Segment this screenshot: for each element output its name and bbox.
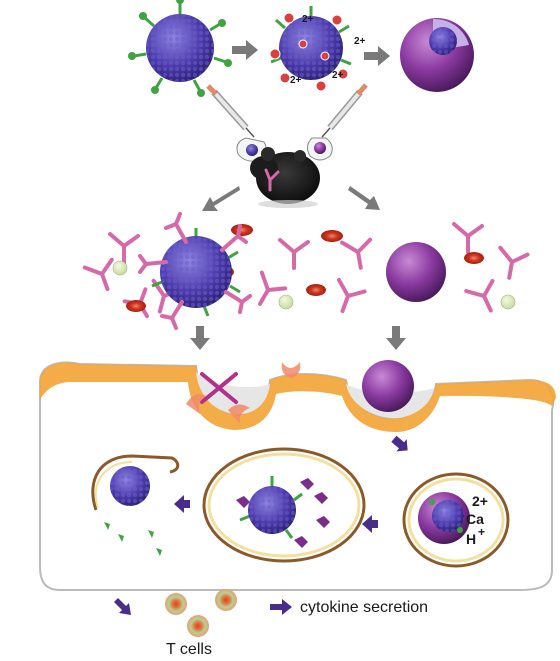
shell-particle-icon xyxy=(386,242,446,302)
virus-calcium-icon xyxy=(269,6,352,92)
antibody-group xyxy=(82,222,530,319)
released-capsid-icon xyxy=(91,454,180,556)
t-cell-icon xyxy=(165,589,237,637)
arrow-blue-icon xyxy=(174,435,408,533)
arrow-down-icon xyxy=(190,326,406,350)
arrow-down-left-icon xyxy=(202,186,240,211)
proton-charge-label: + xyxy=(478,525,485,539)
hydrogen-label: H xyxy=(466,531,476,547)
charge-label: 2+ xyxy=(354,36,366,47)
calcium-label: Ca xyxy=(466,511,484,527)
t-cells-label: T cells xyxy=(166,641,212,658)
endosome-icon xyxy=(402,472,510,568)
virus-antibody-complex-icon xyxy=(138,212,252,330)
syringe-icon xyxy=(306,83,368,161)
charge-label: 2+ xyxy=(332,70,344,81)
arrow-blue-icon xyxy=(114,598,292,615)
arrow-right-icon xyxy=(364,46,390,66)
ion-charge-label: 2+ xyxy=(472,493,488,509)
mouse-icon xyxy=(250,147,320,208)
vesicle-icon xyxy=(202,447,366,563)
cytokine-label: cytokine secretion xyxy=(300,599,428,616)
blocked-entry-icon xyxy=(200,372,238,404)
virus-icon xyxy=(128,0,232,97)
charge-label: 2+ xyxy=(290,75,302,86)
syringe-icon xyxy=(206,84,267,162)
receptor-icon xyxy=(186,362,301,424)
charge-label: 2+ xyxy=(302,14,314,25)
arrow-down-right-icon xyxy=(348,186,380,210)
shell-particle-icon xyxy=(362,360,414,412)
antigen-particle-icon xyxy=(112,260,516,310)
arrow-right-icon xyxy=(232,40,258,60)
shell-icon xyxy=(400,18,474,92)
